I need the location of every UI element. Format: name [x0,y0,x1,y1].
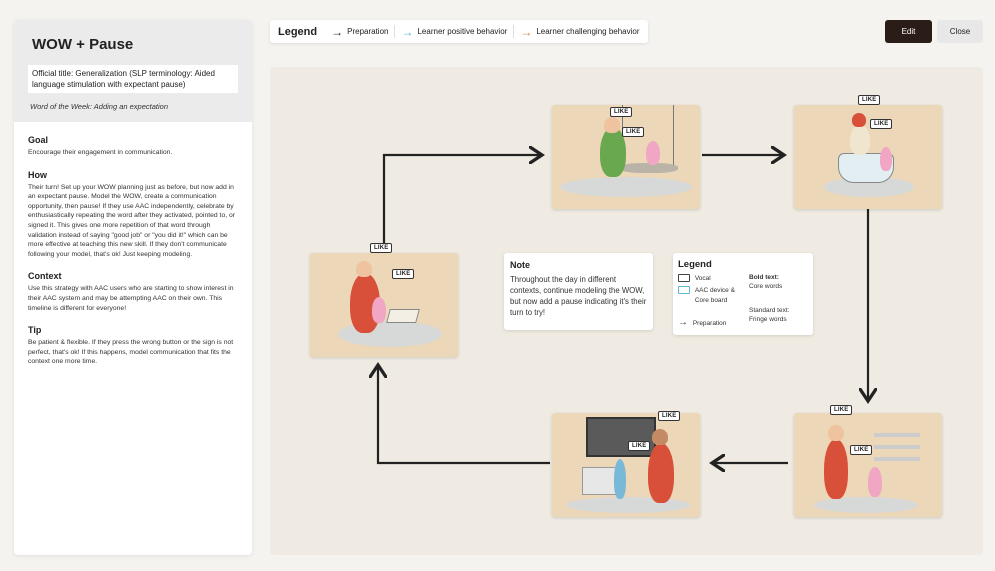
strategy-sidebar: WOW + Pause Official title: Generalizati… [14,20,252,555]
legend-label: Preparation [347,27,389,36]
divider [394,25,396,38]
legend-vocal-label: Vocal [694,274,711,282]
like-label: LIKE [858,95,881,105]
like-label: LIKE [658,411,681,421]
floor-shadow [560,177,692,197]
flow-arrow [382,155,542,253]
scene-card-table[interactable]: LIKE LIKE [310,243,458,357]
inner-legend: Legend Vocal AAC device & Core board → P… [673,253,813,335]
standard-title: Standard text: [749,307,790,314]
legend-aac-label: AAC device & Core board [694,287,735,304]
legend-title: Legend [278,25,318,38]
legend-preparation-label: Preparation [692,320,727,327]
word-of-week: Word of the Week: Adding an expectation [30,102,168,111]
child-figure [868,467,882,497]
adult-figure [824,439,848,499]
flow-canvas: LIKE LIKE LIKE LIKE LIKE LIKE LIKE LIKE [270,67,983,555]
tip-heading: Tip [28,325,42,336]
shelf [874,433,920,437]
speech-bubble-icon [678,274,690,282]
tv-screen [586,417,656,457]
arrow-right-icon: → [331,24,344,39]
official-title: Official title: Generalization (SLP term… [28,65,238,93]
divider [513,25,515,38]
like-label: LIKE [850,445,873,455]
adult-figure [600,127,626,177]
arrow-right-icon: → [520,24,533,39]
shelf [874,457,920,461]
inner-legend-title: Legend [678,259,712,270]
legend-preparation: → Preparation [678,317,726,328]
adult-head [356,261,372,277]
note-text: Throughout the day in different contexts… [510,275,647,317]
context-heading: Context [28,271,62,282]
scene-card-water-table[interactable]: LIKE LIKE [794,95,942,209]
scene-card-tv[interactable]: LIKE LIKE [552,411,700,517]
floor-shadow [824,177,914,197]
child-figure [646,141,660,165]
like-label: LIKE [610,107,633,117]
adult-head [852,113,866,127]
page-title: WOW + Pause [32,36,134,53]
tray-object [386,309,420,323]
arrow-right-icon: → [678,317,688,328]
note-card: Note Throughout the day in different con… [504,253,653,330]
like-label: LIKE [628,441,651,451]
aac-bubble-icon [678,286,690,294]
swing-seat [620,163,678,173]
like-label: LIKE [870,119,893,129]
goal-heading: Goal [28,135,49,145]
floor-shadow [566,497,690,513]
note-heading: Note [510,260,530,270]
scene-card-swing[interactable]: LIKE LIKE [552,105,700,209]
sidebar-header: WOW + Pause Official title: Generalizati… [14,20,252,122]
goal-text: Encourage their engagement in communicat… [28,149,173,156]
tip-text: Be patient & flexible. If they press the… [28,339,234,366]
adult-figure [648,443,674,503]
legend-item-preparation: → Preparation [331,24,394,39]
adult-head [652,429,668,445]
child-figure [372,297,386,323]
like-label: LIKE [622,127,645,137]
legend-vocal: Vocal [678,274,711,282]
bold-desc: Core words [749,283,783,290]
like-label: LIKE [830,405,853,415]
child-figure [880,147,892,171]
adult-figure [850,125,870,155]
legend-aac: AAC device & Core board [678,286,748,306]
how-heading: How [28,169,47,180]
adult-head [604,117,620,133]
flow-arrow [378,365,550,465]
arrow-right-icon: → [401,24,414,39]
scene-card-shelves[interactable]: LIKE LIKE [794,405,942,517]
sidebar-body: Goal Encourage their engagement in commu… [14,122,252,367]
legend-item-challenging: → Learner challenging behavior [514,24,645,39]
how-text: Their turn! Set up your WOW planning jus… [28,183,236,258]
child-figure [614,459,626,499]
legend-bold: Bold text: Core words [749,274,782,290]
legend-label: Learner challenging behavior [536,27,640,36]
edit-button[interactable]: Edit [885,20,932,43]
like-label: LIKE [392,269,415,279]
like-label: LIKE [370,243,393,253]
shelf [874,445,920,449]
bold-title: Bold text: [749,274,779,281]
adult-head [828,425,844,441]
legend-label: Learner positive behavior [417,27,508,36]
legend-standard: Standard text: Fringe words [749,307,789,323]
standard-desc: Fringe words [749,316,787,323]
close-button[interactable]: Close [937,20,983,43]
flow-arrows [270,67,983,555]
legend-item-positive: → Learner positive behavior [395,24,513,39]
floor-shadow [814,497,918,513]
context-text: Use this strategy with AAC users who are… [28,285,234,312]
legend-bar: Legend → Preparation → Learner positive … [270,20,648,43]
